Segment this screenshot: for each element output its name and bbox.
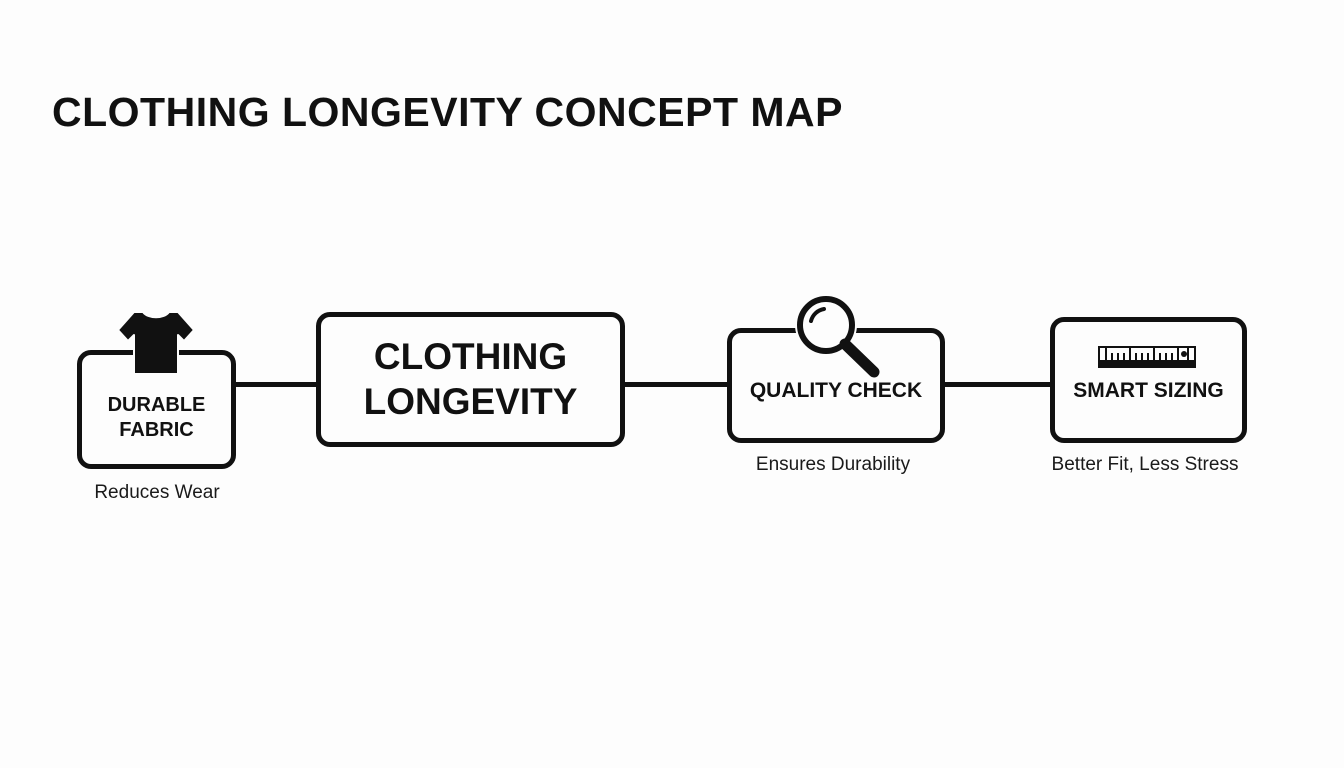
t-shirt-icon <box>117 311 195 375</box>
node-clothing-longevity: CLOTHING LONGEVITY <box>316 312 625 447</box>
node-clothing-longevity-label: CLOTHING LONGEVITY <box>363 336 578 422</box>
node-durable-fabric-caption: Reduces Wear <box>94 482 220 503</box>
connector-core-quality <box>623 382 729 387</box>
connector-quality-sizing <box>943 382 1052 387</box>
node-smart-sizing-label: SMART SIZING <box>1073 379 1224 402</box>
node-quality-check-caption: Ensures Durability <box>755 454 911 475</box>
connector-fabric-core <box>234 382 318 387</box>
node-smart-sizing: SMART SIZING <box>1050 317 1247 443</box>
ruler-icon <box>1098 346 1196 368</box>
magnifying-glass-icon <box>795 294 880 378</box>
node-durable-fabric-label: DURABLE FABRIC <box>107 393 206 441</box>
page-title: CLOTHING LONGEVITY CONCEPT MAP <box>52 89 843 135</box>
node-quality-check-label: QUALITY CHECK <box>749 378 923 402</box>
node-smart-sizing-caption: Better Fit, Less Stress <box>1051 454 1239 475</box>
